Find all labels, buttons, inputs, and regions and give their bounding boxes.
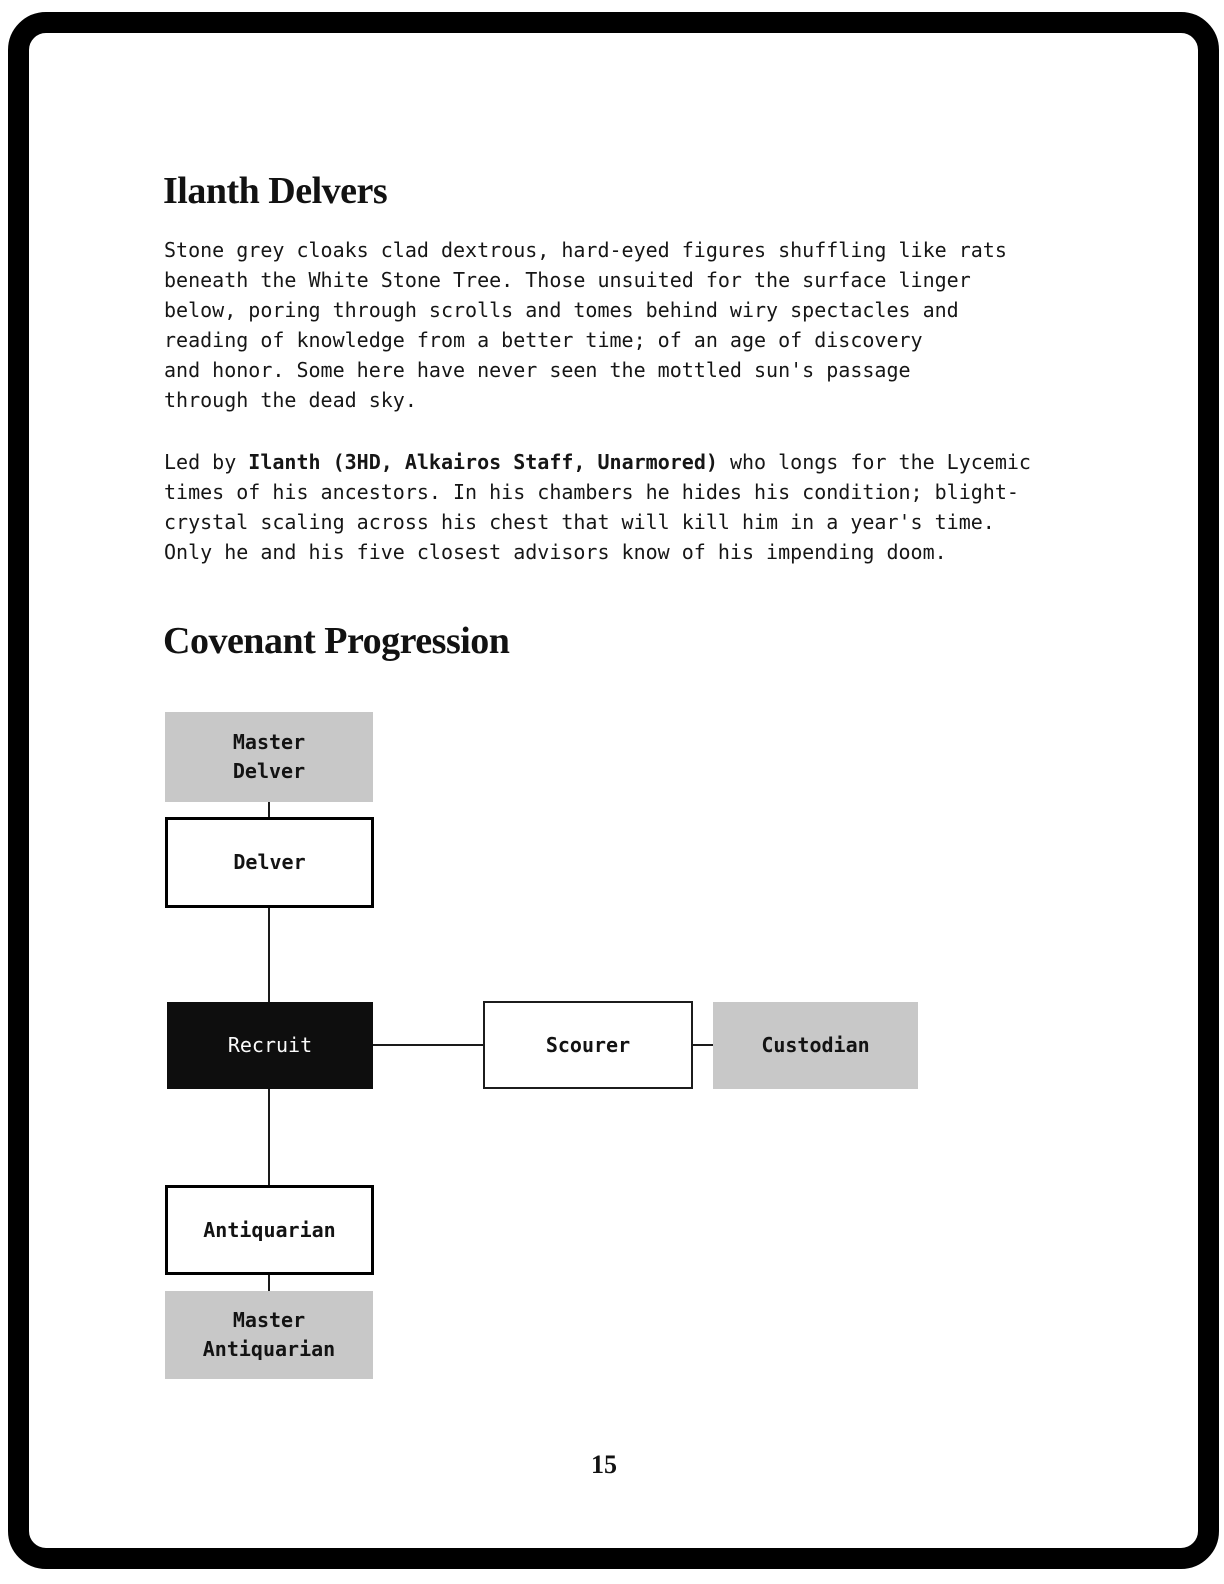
connector-scourer-to-custodian	[693, 1044, 713, 1046]
diagram-box-delver: Delver	[165, 817, 374, 908]
section-title-ilanth-delvers: Ilanth Delvers	[163, 170, 388, 212]
diagram-box-master-delver: Master Delver	[165, 712, 373, 802]
leader-statline-bold: Ilanth (3HD, Alkairos Staff, Unarmored)	[248, 450, 718, 474]
connector-delver-to-recruit	[268, 908, 270, 1002]
paragraph-ilanth-description: Stone grey cloaks clad dextrous, hard-ey…	[164, 235, 1074, 415]
text-line: Only he and his five closest advisors kn…	[164, 540, 947, 564]
connector-master-delver-to-delver	[268, 802, 270, 817]
box-label: Recruit	[227, 1033, 313, 1057]
text-line: through the dead sky.	[164, 388, 417, 412]
text-line: crystal scaling across his chest that wi…	[164, 510, 995, 534]
box-label-line: Antiquarian	[202, 1337, 336, 1361]
section-title-covenant-progression: Covenant Progression	[163, 620, 510, 662]
connector-antiquarian-to-master-antiquarian	[268, 1275, 270, 1291]
text-line: Stone grey cloaks clad dextrous, hard-ey…	[164, 238, 1007, 262]
text-line: Led by Ilanth (3HD, Alkairos Staff, Unar…	[164, 447, 1074, 477]
box-label-line: Master	[232, 730, 306, 754]
text-line: and honor. Some here have never seen the…	[164, 358, 911, 382]
page-number: 15	[591, 1450, 617, 1479]
box-label: Delver	[233, 850, 306, 874]
text-segment: who longs for the Lycemic	[717, 450, 1031, 474]
connector-recruit-to-scourer	[373, 1044, 483, 1046]
diagram-box-recruit: Recruit	[167, 1002, 373, 1089]
text-line: beneath the White Stone Tree. Those unsu…	[164, 268, 971, 292]
text-line: times of his ancestors. In his chambers …	[164, 480, 1019, 504]
diagram-box-antiquarian: Antiquarian	[165, 1185, 374, 1275]
box-label: Custodian	[761, 1033, 870, 1057]
text-line: reading of knowledge from a better time;…	[164, 328, 923, 352]
box-label-line: Delver	[232, 759, 306, 783]
connector-recruit-to-antiquarian	[268, 1089, 270, 1185]
diagram-box-master-antiquarian: Master Antiquarian	[165, 1291, 373, 1379]
box-label-line: Master	[232, 1308, 306, 1332]
paragraph-ilanth-leader: Led by Ilanth (3HD, Alkairos Staff, Unar…	[164, 447, 1074, 567]
page-border-frame	[8, 12, 1219, 1569]
box-label: Antiquarian	[203, 1217, 336, 1242]
diagram-box-custodian: Custodian	[713, 1002, 918, 1089]
box-label: Scourer	[545, 1032, 631, 1057]
text-line: below, poring through scrolls and tomes …	[164, 298, 959, 322]
text-segment: Led by	[164, 450, 249, 474]
diagram-box-scourer: Scourer	[483, 1001, 693, 1089]
